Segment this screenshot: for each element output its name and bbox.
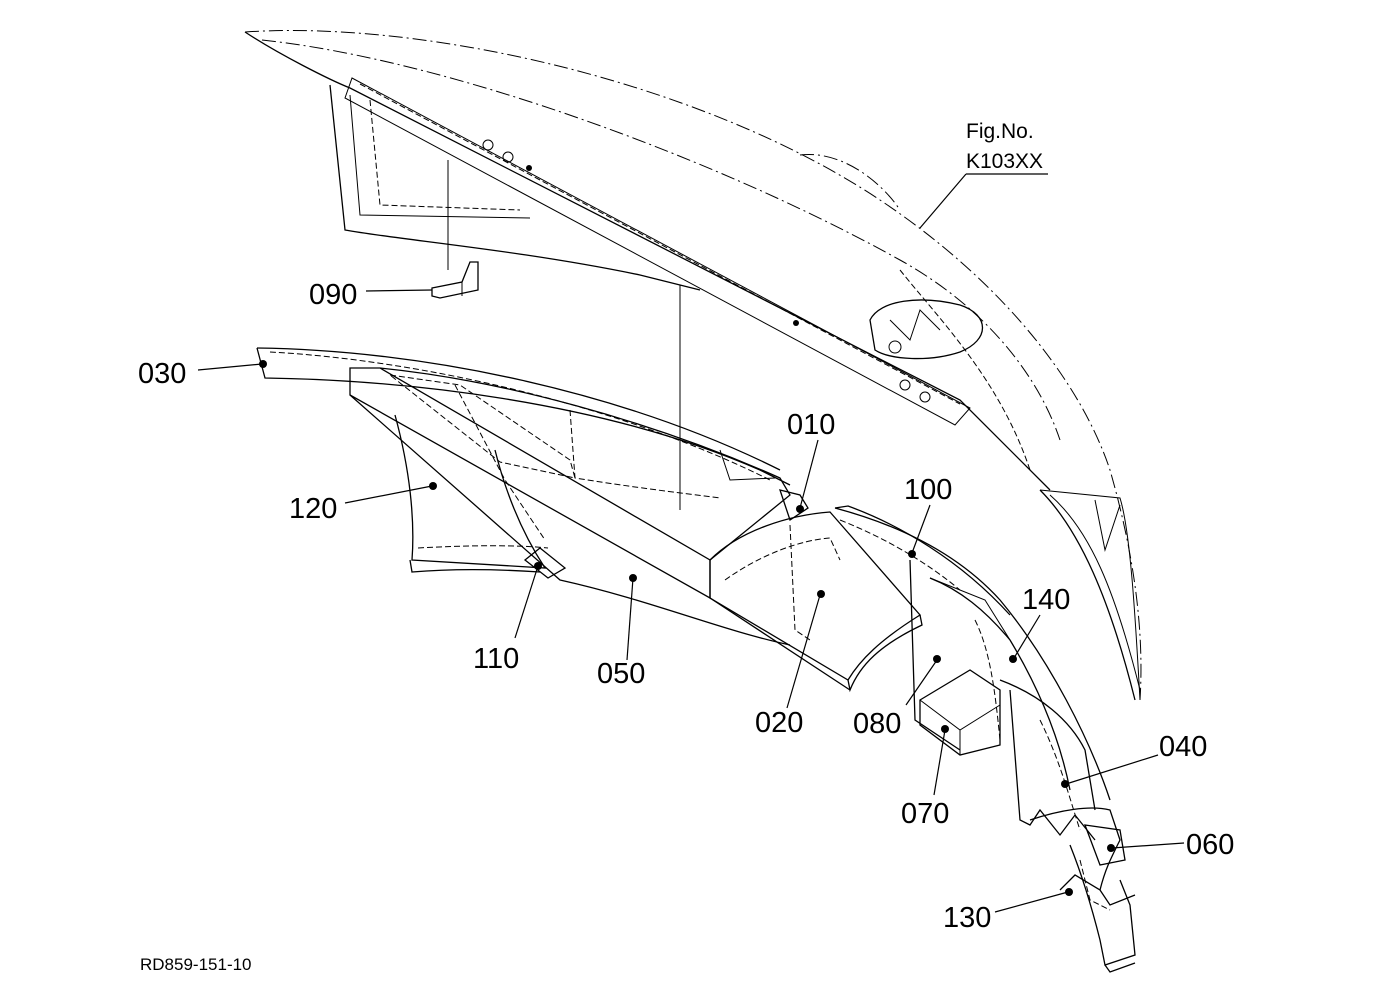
- label-080: 080: [853, 708, 901, 740]
- part-050-block: [349, 367, 791, 646]
- part-040-060-130-end: [1029, 807, 1136, 973]
- label-120: 120: [289, 493, 337, 525]
- label-040: 040: [1159, 731, 1207, 763]
- part-100-140-curve: [834, 505, 1111, 841]
- label-010: 010: [787, 409, 835, 441]
- part-030-strip: [256, 347, 791, 486]
- drawing-reference-code: RD859-151-10: [140, 955, 252, 974]
- hood-outline: [244, 30, 1142, 701]
- label-110: 110: [473, 643, 519, 675]
- part-labels: 030 090 120 110 050 010 020 100 140 080 …: [138, 279, 1234, 934]
- label-020: 020: [755, 707, 803, 739]
- fig-number-callout: Fig.No. K103XX: [919, 120, 1048, 229]
- label-100: 100: [904, 474, 952, 506]
- label-130: 130: [943, 902, 991, 934]
- label-090: 090: [309, 279, 357, 311]
- fig-no-value: K103XX: [966, 150, 1043, 173]
- part-070-block: [919, 669, 1001, 756]
- part-090-clip: [431, 261, 479, 299]
- label-140: 140: [1022, 584, 1070, 616]
- part-120-panel: [394, 414, 567, 579]
- label-050: 050: [597, 658, 645, 690]
- fig-no-label: Fig.No.: [966, 120, 1034, 143]
- part-020-wedge: [709, 489, 923, 693]
- label-070: 070: [901, 798, 949, 830]
- label-060: 060: [1186, 829, 1234, 861]
- leaders: [197, 289, 1185, 913]
- label-030: 030: [138, 358, 186, 390]
